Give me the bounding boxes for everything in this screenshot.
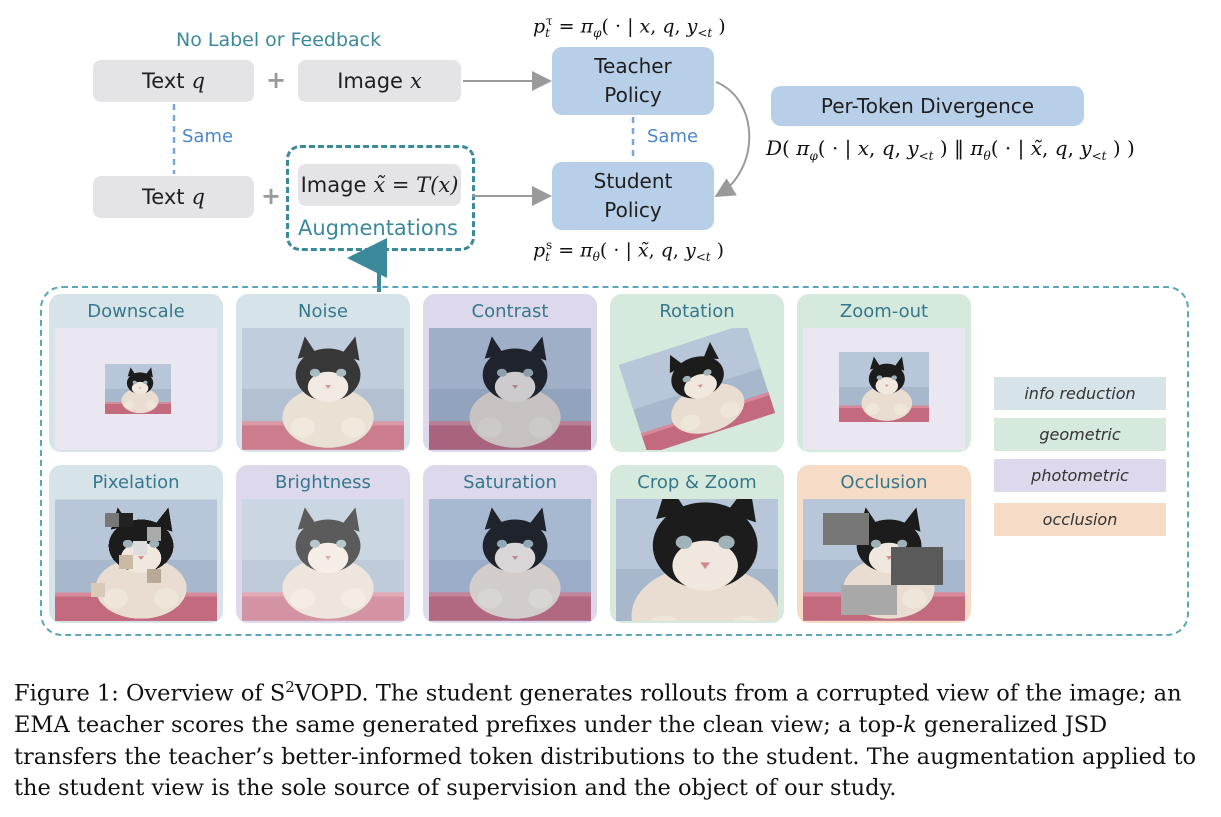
aug-card-title: Occlusion bbox=[840, 471, 928, 493]
per-token-label: Per-Token Divergence bbox=[820, 93, 1035, 118]
aug-card-occlusion: Occlusion bbox=[797, 465, 971, 623]
plus-sign: + bbox=[266, 66, 287, 94]
divergence-formula: D( πφ( · | x, q, y<t ) ‖ πθ( · | x̃, q, … bbox=[766, 136, 1135, 163]
caption-end: generalized JSD transfers the teacher’s … bbox=[14, 712, 1197, 801]
aug-card-title: Noise bbox=[298, 300, 348, 322]
cat-photo bbox=[55, 499, 217, 621]
caption-sup: 2 bbox=[285, 678, 295, 696]
image-x-box: Image x bbox=[298, 60, 461, 102]
no-label-feedback-text: No Label or Feedback bbox=[176, 29, 382, 51]
aug-card-zoom-out: Zoom-out bbox=[797, 294, 971, 452]
plus-sign: + bbox=[261, 182, 282, 210]
legend-photometric: photometric bbox=[994, 459, 1166, 492]
aug-card-title: Crop & Zoom bbox=[637, 471, 757, 493]
text-q-var: q bbox=[191, 185, 205, 209]
aug-card-title: Contrast bbox=[471, 300, 549, 322]
cat-photo bbox=[55, 328, 217, 450]
caption-k: k bbox=[903, 712, 917, 738]
text-q-box: Text q bbox=[93, 60, 254, 102]
teacher-line2: Policy bbox=[604, 83, 662, 107]
legend-occlusion: occlusion bbox=[994, 503, 1166, 536]
legend-info-reduction: info reduction bbox=[994, 377, 1166, 410]
same-label-right: Same bbox=[647, 126, 699, 147]
caption-prefix: Figure 1: Overview of S bbox=[14, 680, 286, 707]
aug-card-pixelation: Pixelation bbox=[49, 465, 223, 623]
caption-rest: VOPD. The student generates rollouts fro… bbox=[14, 680, 1182, 739]
image-x-var: x bbox=[409, 69, 422, 93]
aug-card-saturation: Saturation bbox=[423, 465, 597, 623]
cat-photo bbox=[803, 328, 965, 450]
cat-photo bbox=[429, 499, 591, 621]
aug-card-contrast: Contrast bbox=[423, 294, 597, 452]
per-token-divergence-box: Per-Token Divergence bbox=[771, 86, 1084, 126]
student-line2: Policy bbox=[604, 198, 662, 222]
student-formula: pts = πθ( · | x̃, q, y<t ) bbox=[533, 238, 725, 265]
cat-photo bbox=[616, 328, 778, 450]
augmentations-panel bbox=[40, 286, 1189, 636]
text-q-label: Text bbox=[142, 69, 185, 93]
aug-card-title: Downscale bbox=[87, 300, 185, 322]
teacher-line1: Teacher bbox=[594, 54, 672, 78]
aug-card-crop-zoom: Crop & Zoom bbox=[610, 465, 784, 623]
aug-card-title: Saturation bbox=[463, 471, 557, 493]
cat-photo bbox=[616, 499, 778, 621]
cat-photo bbox=[429, 328, 591, 450]
teacher-formula: ptτ = πφ( · | x, q, y<t ) bbox=[533, 14, 726, 41]
cat-photo bbox=[242, 499, 404, 621]
teacher-policy-box: Teacher Policy bbox=[552, 47, 714, 115]
aug-card-downscale: Downscale bbox=[49, 294, 223, 452]
aug-card-title: Rotation bbox=[659, 300, 735, 322]
arrow-teacher-to-student bbox=[714, 81, 751, 198]
aug-card-brightness: Brightness bbox=[236, 465, 410, 623]
aug-card-title: Brightness bbox=[275, 471, 371, 493]
legend-geometric: geometric bbox=[994, 418, 1166, 451]
same-label-left: Same bbox=[182, 126, 234, 147]
top-diagram-arrows bbox=[172, 71, 751, 292]
aug-card-rotation: Rotation bbox=[610, 294, 784, 452]
aug-card-title: Zoom-out bbox=[839, 300, 929, 322]
aug-card-noise: Noise bbox=[236, 294, 410, 452]
figure-caption: Figure 1: Overview of S2VOPD. The studen… bbox=[14, 672, 1209, 805]
student-line1: Student bbox=[593, 169, 673, 193]
student-policy-box: Student Policy bbox=[552, 162, 714, 230]
aug-card-title: Pixelation bbox=[92, 471, 180, 493]
cat-photo bbox=[242, 328, 404, 450]
text-q-label: Text bbox=[142, 185, 185, 209]
image-x-label: Image bbox=[337, 69, 403, 93]
cat-photo bbox=[803, 499, 965, 621]
image-aug-box: Image x̃ = T(x) bbox=[298, 164, 461, 206]
text-q-box-student: Text q bbox=[93, 176, 254, 218]
image-aug-expr: x̃ = T(x) bbox=[373, 173, 459, 197]
augmentations-title: Augmentations bbox=[296, 216, 460, 240]
text-q-var: q bbox=[191, 69, 205, 93]
image-aug-label: Image bbox=[300, 173, 367, 197]
